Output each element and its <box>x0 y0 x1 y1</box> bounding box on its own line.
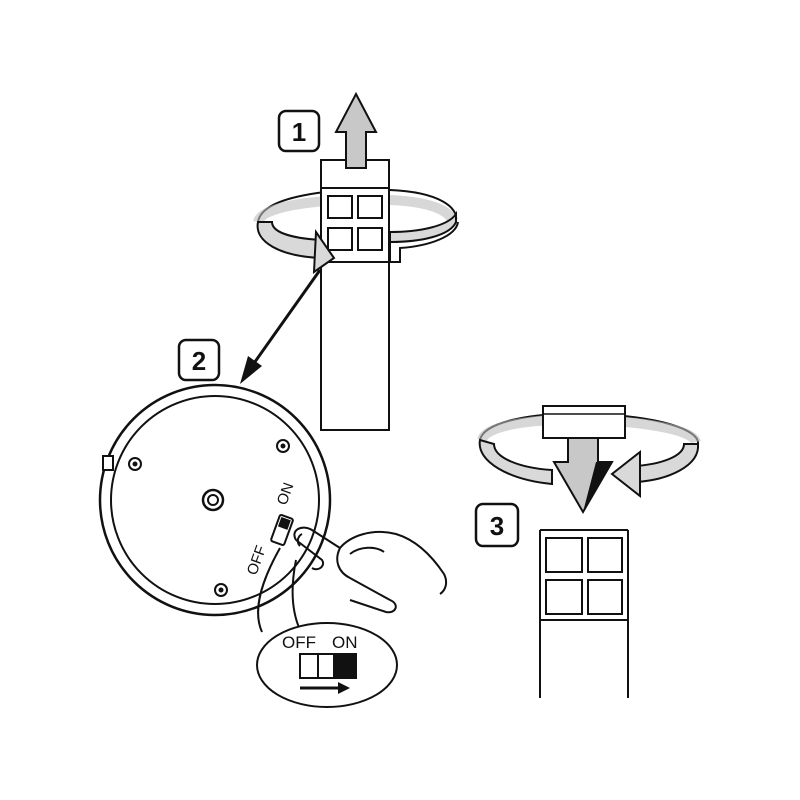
step-1-pane <box>327 227 353 251</box>
screw <box>214 583 228 597</box>
step-1-badge <box>277 109 321 153</box>
step-1-twist-band-front <box>256 221 321 260</box>
step-3-group: 3 <box>474 405 701 698</box>
step-3-post-body <box>539 529 629 698</box>
step-3-pane <box>587 537 623 573</box>
step-1-group: 1 <box>240 91 459 431</box>
step-3-pane <box>545 579 583 615</box>
switch-on-label: ON <box>274 480 298 507</box>
step-1-number: 1 <box>292 117 306 147</box>
step-1-twist-arrowhead <box>312 229 336 274</box>
inset-connector <box>257 547 301 633</box>
step-3-cap <box>542 405 626 439</box>
center-hub <box>201 488 225 512</box>
step-3-twist-band-front-right <box>635 443 700 484</box>
step-2-badge <box>177 338 221 382</box>
step-3-badge <box>474 502 520 548</box>
step-3-twist-band-front-left <box>478 438 553 486</box>
step-3-pane <box>587 579 623 615</box>
inset-switch <box>299 653 357 679</box>
step-1-pointer-arrow <box>250 269 322 367</box>
step-3-twist-arrowhead <box>610 449 641 499</box>
inset-on-label: ON <box>332 633 358 652</box>
step-1-up-arrow <box>334 91 378 169</box>
hand-icon <box>293 526 448 614</box>
inset-off-label: OFF <box>282 633 316 652</box>
step-2-group: 2 ON OFF <box>98 338 448 708</box>
step-3-pane <box>545 537 583 573</box>
power-switch[interactable] <box>270 514 294 546</box>
step-2-number: 2 <box>192 346 206 376</box>
step-3-number: 3 <box>490 511 504 541</box>
inset-right-arrow <box>300 682 350 694</box>
step-1-pane <box>357 195 383 219</box>
screw <box>128 457 142 471</box>
step-1-pane <box>327 195 353 219</box>
screw <box>276 439 290 453</box>
step-1-pane <box>357 227 383 251</box>
